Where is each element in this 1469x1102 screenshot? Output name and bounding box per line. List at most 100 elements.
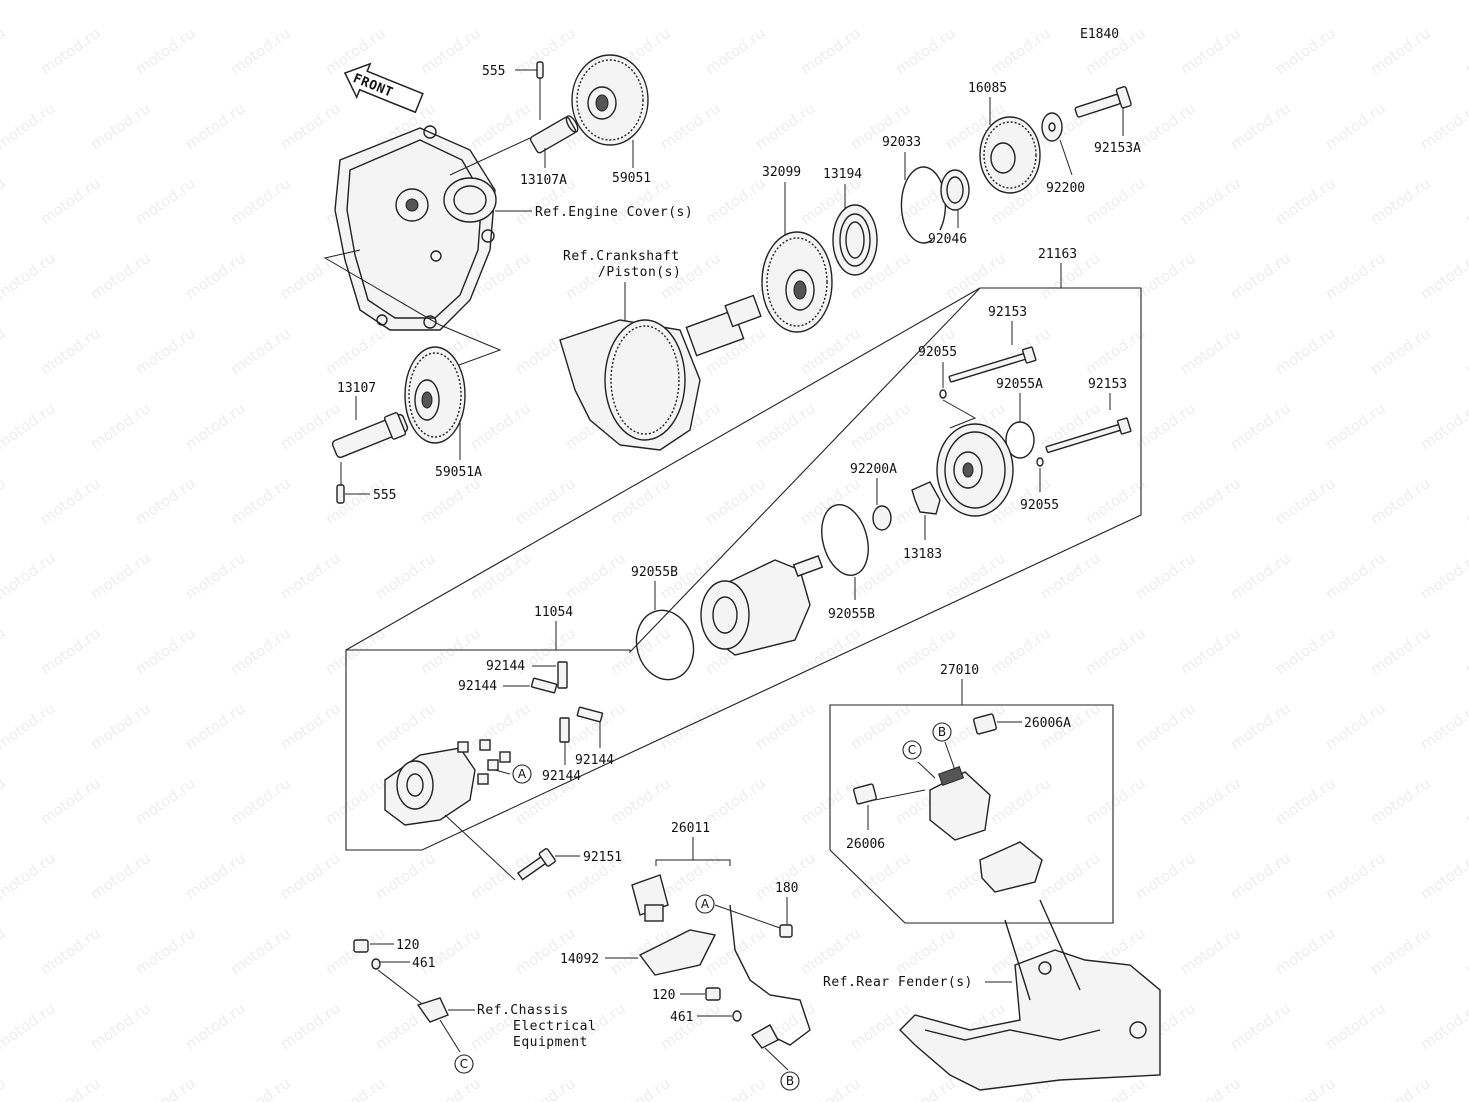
watermark-text: motod.ru	[417, 24, 484, 78]
shaft-13107	[331, 412, 409, 459]
svg-text:A: A	[701, 897, 710, 911]
watermark-text: motod.ru	[0, 1074, 9, 1102]
watermark-text: motod.ru	[182, 99, 249, 153]
label-555-bottom: 555	[373, 488, 396, 503]
watermark-text: motod.ru	[132, 774, 199, 828]
watermark-text: motod.ru	[227, 474, 294, 528]
watermark-text: motod.ru	[1367, 1074, 1434, 1102]
label-26011: 26011	[671, 821, 710, 836]
watermark-text: motod.ru	[847, 399, 914, 453]
watermark-text: motod.ru	[702, 174, 769, 228]
label-21163: 21163	[1038, 247, 1077, 262]
watermark-text: motod.ru	[657, 849, 724, 903]
watermark-text: motod.ru	[132, 24, 199, 78]
watermark-text: motod.ru	[37, 24, 104, 78]
washer-92200	[1041, 112, 1063, 142]
oring-92055B-left	[635, 609, 695, 681]
watermark-text: motod.ru	[797, 24, 864, 78]
terminal-lug-b	[750, 1024, 779, 1049]
watermark-text: motod.ru	[87, 699, 154, 753]
watermark-text: motod.ru	[277, 849, 344, 903]
watermark-text: motod.ru	[0, 99, 59, 153]
callout-b-1: B	[932, 722, 952, 742]
watermark-text: motod.ru	[467, 399, 534, 453]
bolt-180	[779, 924, 793, 938]
ref-chassis-2: Electrical	[513, 1019, 596, 1034]
watermark-text: motod.ru	[37, 774, 104, 828]
watermark-text: motod.ru	[1272, 324, 1339, 378]
watermark-text: motod.ru	[87, 399, 154, 453]
callout-b-2: B	[780, 1071, 800, 1091]
watermark-text: motod.ru	[607, 624, 674, 678]
ref-chassis-3: Equipment	[513, 1035, 588, 1050]
watermark-text: motod.ru	[227, 924, 294, 978]
watermark-text: motod.ru	[1367, 924, 1434, 978]
watermark-text: motod.ru	[1322, 549, 1389, 603]
watermark-text: motod.ru	[1367, 24, 1434, 78]
label-92153-b: 92153	[1088, 377, 1127, 392]
label-92144-d: 92144	[542, 769, 581, 784]
ref-crankshaft-2: /Piston(s)	[598, 265, 681, 280]
label-11054: 11054	[534, 605, 573, 620]
label-92144-b: 92144	[458, 679, 497, 694]
watermark-text: motod.ru	[227, 1074, 294, 1102]
gear-59051	[571, 54, 649, 146]
watermark-text: motod.ru	[182, 849, 249, 903]
watermark-text: motod.ru	[37, 924, 104, 978]
watermark-text: motod.ru	[1037, 849, 1104, 903]
watermark-text: motod.ru	[1082, 624, 1149, 678]
watermark-text: motod.ru	[132, 324, 199, 378]
watermark-text: motod.ru	[1367, 174, 1434, 228]
spring-92144-d	[559, 717, 570, 743]
watermark-text: motod.ru	[1177, 324, 1244, 378]
watermark-text: motod.ru	[702, 474, 769, 528]
watermark-text: motod.ru	[892, 1074, 959, 1102]
watermark-text: motod.ru	[1227, 549, 1294, 603]
label-461-b: 461	[670, 1010, 693, 1025]
watermark-text: motod.ru	[417, 624, 484, 678]
watermark-text: motod.ru	[562, 699, 629, 753]
lockwasher-13183	[911, 481, 941, 515]
watermark-text: motod.ru	[892, 924, 959, 978]
watermark-text: motod.ru	[1132, 399, 1199, 453]
spring-92144-b	[530, 677, 558, 694]
watermark-text: motod.ru	[467, 99, 534, 153]
watermark-text: motod.ru	[417, 474, 484, 528]
watermark-text: motod.ru	[607, 1074, 674, 1102]
label-92200: 92200	[1046, 181, 1085, 196]
watermark-text: motod.ru	[1417, 0, 1469, 3]
fuse-26006A	[973, 713, 997, 735]
watermark-text: motod.ru	[942, 549, 1009, 603]
label-92153-a: 92153	[988, 305, 1027, 320]
watermark-text: motod.ru	[892, 24, 959, 78]
oring-92055-b	[1036, 457, 1044, 467]
watermark-text: motod.ru	[1322, 0, 1389, 3]
watermark-text: motod.ru	[1462, 774, 1469, 828]
bolt-92153-b	[1045, 417, 1132, 454]
oring-92055-a	[939, 389, 947, 399]
watermark-text: motod.ru	[372, 699, 439, 753]
diagram-code: E1840	[1080, 27, 1119, 42]
watermark-text: motod.ru	[1227, 399, 1294, 453]
watermark-text: motod.ru	[277, 549, 344, 603]
pin-555-top	[536, 61, 544, 79]
bolt-92153A	[1074, 86, 1132, 118]
watermark-text: motod.ru	[1272, 924, 1339, 978]
watermark-text: motod.ru	[797, 474, 864, 528]
bearing-92046	[940, 169, 970, 211]
label-32099: 32099	[762, 165, 801, 180]
label-120-a: 120	[396, 938, 419, 953]
watermark-text: motod.ru	[132, 1074, 199, 1102]
watermark-text: motod.ru	[1177, 474, 1244, 528]
watermark-text: motod.ru	[1132, 699, 1199, 753]
watermark-text: motod.ru	[1037, 0, 1104, 3]
label-92144-a: 92144	[486, 659, 525, 674]
watermark-text: motod.ru	[467, 0, 534, 3]
watermark-text: motod.ru	[1367, 774, 1434, 828]
watermark-text: motod.ru	[322, 774, 389, 828]
watermark-text: motod.ru	[227, 774, 294, 828]
watermark-text: motod.ru	[987, 24, 1054, 78]
watermark-text: motod.ru	[987, 774, 1054, 828]
watermark-text: motod.ru	[132, 624, 199, 678]
